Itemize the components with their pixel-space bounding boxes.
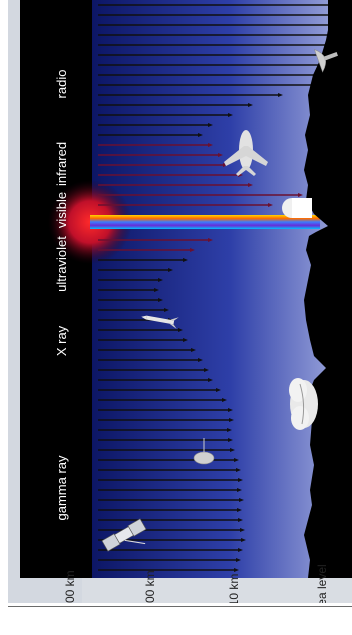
altitude-label-500km: 500 km: [63, 570, 77, 603]
radio-telescope-icon: [313, 49, 338, 73]
penetration-arrowhead: [236, 558, 241, 562]
visible-band: [90, 215, 320, 229]
spectrum-atmosphere-figure: gamma ray X ray ultraviolet visible infr…: [8, 0, 352, 607]
band-label-xray: X ray: [54, 325, 69, 356]
penetration-arrowhead: [228, 438, 233, 442]
penetration-arrowhead: [237, 488, 242, 492]
penetration-arrowhead: [238, 478, 243, 482]
penetration-arrowhead: [241, 538, 246, 542]
penetration-arrowhead: [268, 203, 273, 207]
penetration-arrowhead: [208, 238, 213, 242]
space-band: [20, 0, 92, 578]
altitude-label-sea-level: sea level: [315, 564, 329, 603]
penetration-arrowhead: [168, 268, 173, 272]
penetration-arrowhead: [216, 388, 221, 392]
bottom-rule: [8, 606, 352, 607]
altitude-label-100km: 100 km: [143, 570, 157, 603]
penetration-arrowhead: [208, 123, 213, 127]
penetration-arrowhead: [154, 288, 159, 292]
penetration-arrowhead: [198, 358, 203, 362]
penetration-arrowhead: [248, 103, 253, 107]
penetration-arrowhead: [218, 153, 223, 157]
penetration-arrowhead: [234, 458, 239, 462]
penetration-arrowhead: [208, 143, 213, 147]
penetration-arrowhead: [248, 183, 253, 187]
penetration-arrowhead: [238, 548, 243, 552]
balloon-icon: [193, 438, 215, 465]
penetration-arrowhead: [237, 508, 242, 512]
cloud-icon: [289, 378, 318, 430]
band-label-visible: visible: [54, 192, 69, 228]
penetration-arrows: [98, 3, 351, 572]
figure-svg: gamma ray X ray ultraviolet visible infr…: [8, 0, 352, 603]
penetration-arrowhead: [190, 248, 195, 252]
penetration-arrowhead: [158, 298, 163, 302]
penetration-arrowhead: [228, 408, 233, 412]
band-label-gamma: gamma ray: [54, 455, 69, 521]
penetration-arrowhead: [222, 398, 227, 402]
penetration-arrowhead: [204, 368, 209, 372]
satellite-icon: [101, 518, 147, 552]
penetration-arrowhead: [198, 133, 203, 137]
penetration-arrowhead: [239, 498, 244, 502]
penetration-arrowhead: [240, 528, 245, 532]
penetration-arrowhead: [229, 418, 234, 422]
penetration-arrowhead: [298, 193, 303, 197]
observatory-icon: [282, 198, 312, 218]
penetration-arrowhead: [234, 568, 239, 572]
band-label-radio: radio: [54, 70, 69, 99]
penetration-arrowhead: [228, 113, 233, 117]
penetration-arrowhead: [158, 278, 163, 282]
band-label-ultraviolet: ultraviolet: [54, 236, 69, 292]
airplane-icon: [224, 130, 268, 176]
ground-base: [328, 0, 352, 578]
penetration-arrowhead: [183, 338, 188, 342]
penetration-arrowhead: [164, 308, 169, 312]
penetration-arrowhead: [236, 468, 241, 472]
altitude-label-10km: 10 km: [227, 574, 241, 603]
penetration-arrowhead: [191, 348, 196, 352]
penetration-arrowhead: [278, 93, 283, 97]
penetration-arrowhead: [238, 518, 243, 522]
penetration-arrowhead: [183, 258, 188, 262]
penetration-arrowhead: [227, 428, 232, 432]
band-label-infrared: infrared: [54, 142, 69, 186]
penetration-arrowhead: [178, 328, 183, 332]
penetration-arrowhead: [208, 378, 213, 382]
penetration-arrowhead: [230, 448, 235, 452]
